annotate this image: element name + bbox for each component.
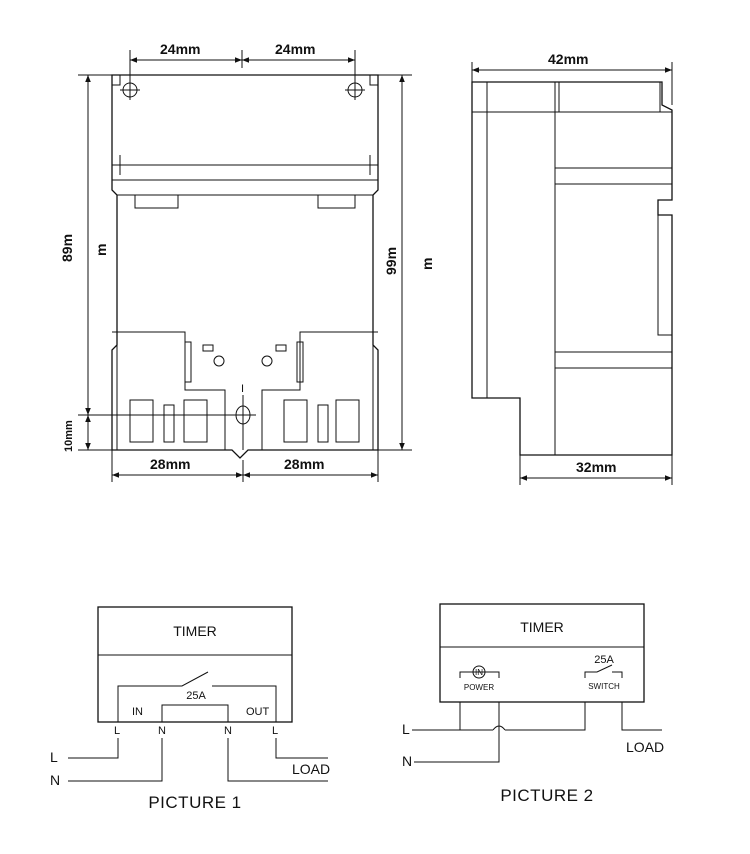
picture1-title: TIMER bbox=[173, 623, 217, 639]
picture1-load: LOAD bbox=[292, 761, 330, 777]
dim-height-outer: 99m bbox=[383, 247, 399, 275]
dim-top-right: 24mm bbox=[275, 41, 315, 57]
front-view-drawing: I 24mm 24mm 89m m 10mm 99m m 28mm 28mm bbox=[59, 41, 435, 482]
dim-top-left: 24mm bbox=[160, 41, 200, 57]
dim-side-bottom: 32mm bbox=[576, 459, 616, 475]
picture1-line-n: N bbox=[50, 772, 60, 788]
picture2-power-label: POWER bbox=[464, 683, 494, 692]
picture2-switch-label: SWITCH bbox=[588, 682, 620, 691]
picture2-line-n: N bbox=[402, 753, 412, 769]
center-hole: I bbox=[230, 383, 256, 450]
side-view-outline bbox=[471, 81, 673, 456]
mounting-hole-right bbox=[345, 80, 365, 100]
picture1-terminal-3: N bbox=[224, 725, 232, 737]
picture1-caption: PICTURE 1 bbox=[148, 793, 241, 812]
dim-bottom-left: 28mm bbox=[150, 456, 190, 472]
picture2-caption: PICTURE 2 bbox=[500, 786, 593, 805]
picture1-line-l: L bbox=[50, 749, 58, 765]
front-view-outline bbox=[111, 74, 379, 459]
picture2-power-symbol: IN bbox=[475, 668, 483, 677]
picture2-load: LOAD bbox=[626, 739, 664, 755]
dim-height-inner: 89m bbox=[59, 234, 75, 262]
picture1-in-label: IN bbox=[132, 706, 143, 718]
switch-icon: 25A SWITCH bbox=[584, 654, 623, 691]
picture1-diagram: TIMER 25A IN OUT L N N L L N LOAD PICTUR… bbox=[50, 606, 330, 812]
picture2-rating: 25A bbox=[594, 654, 614, 666]
side-view-drawing: 42mm 32mm bbox=[471, 51, 673, 485]
dim-height-inner-unit: m bbox=[93, 244, 109, 256]
picture1-terminal-2: N bbox=[158, 725, 166, 737]
picture2-timer-box bbox=[439, 603, 645, 703]
picture1-out-label: OUT bbox=[246, 706, 270, 718]
center-mark: I bbox=[241, 383, 244, 395]
power-indicator-icon: IN POWER bbox=[459, 665, 500, 692]
dim-side-top: 42mm bbox=[548, 51, 588, 67]
picture2-line-l: L bbox=[402, 721, 410, 737]
picture2-diagram: TIMER IN POWER 25A SWITCH L N LOAD PICTU… bbox=[402, 603, 664, 805]
dim-bottom-offset: 10mm bbox=[63, 420, 75, 452]
dim-height-outer-unit: m bbox=[419, 258, 435, 270]
mounting-hole-left bbox=[120, 80, 140, 100]
picture2-title: TIMER bbox=[520, 619, 564, 635]
picture1-terminal-4: L bbox=[272, 725, 278, 737]
picture1-timer-box bbox=[97, 606, 293, 723]
dim-bottom-right: 28mm bbox=[284, 456, 324, 472]
picture1-rating: 25A bbox=[186, 690, 206, 702]
picture1-terminal-1: L bbox=[114, 725, 120, 737]
